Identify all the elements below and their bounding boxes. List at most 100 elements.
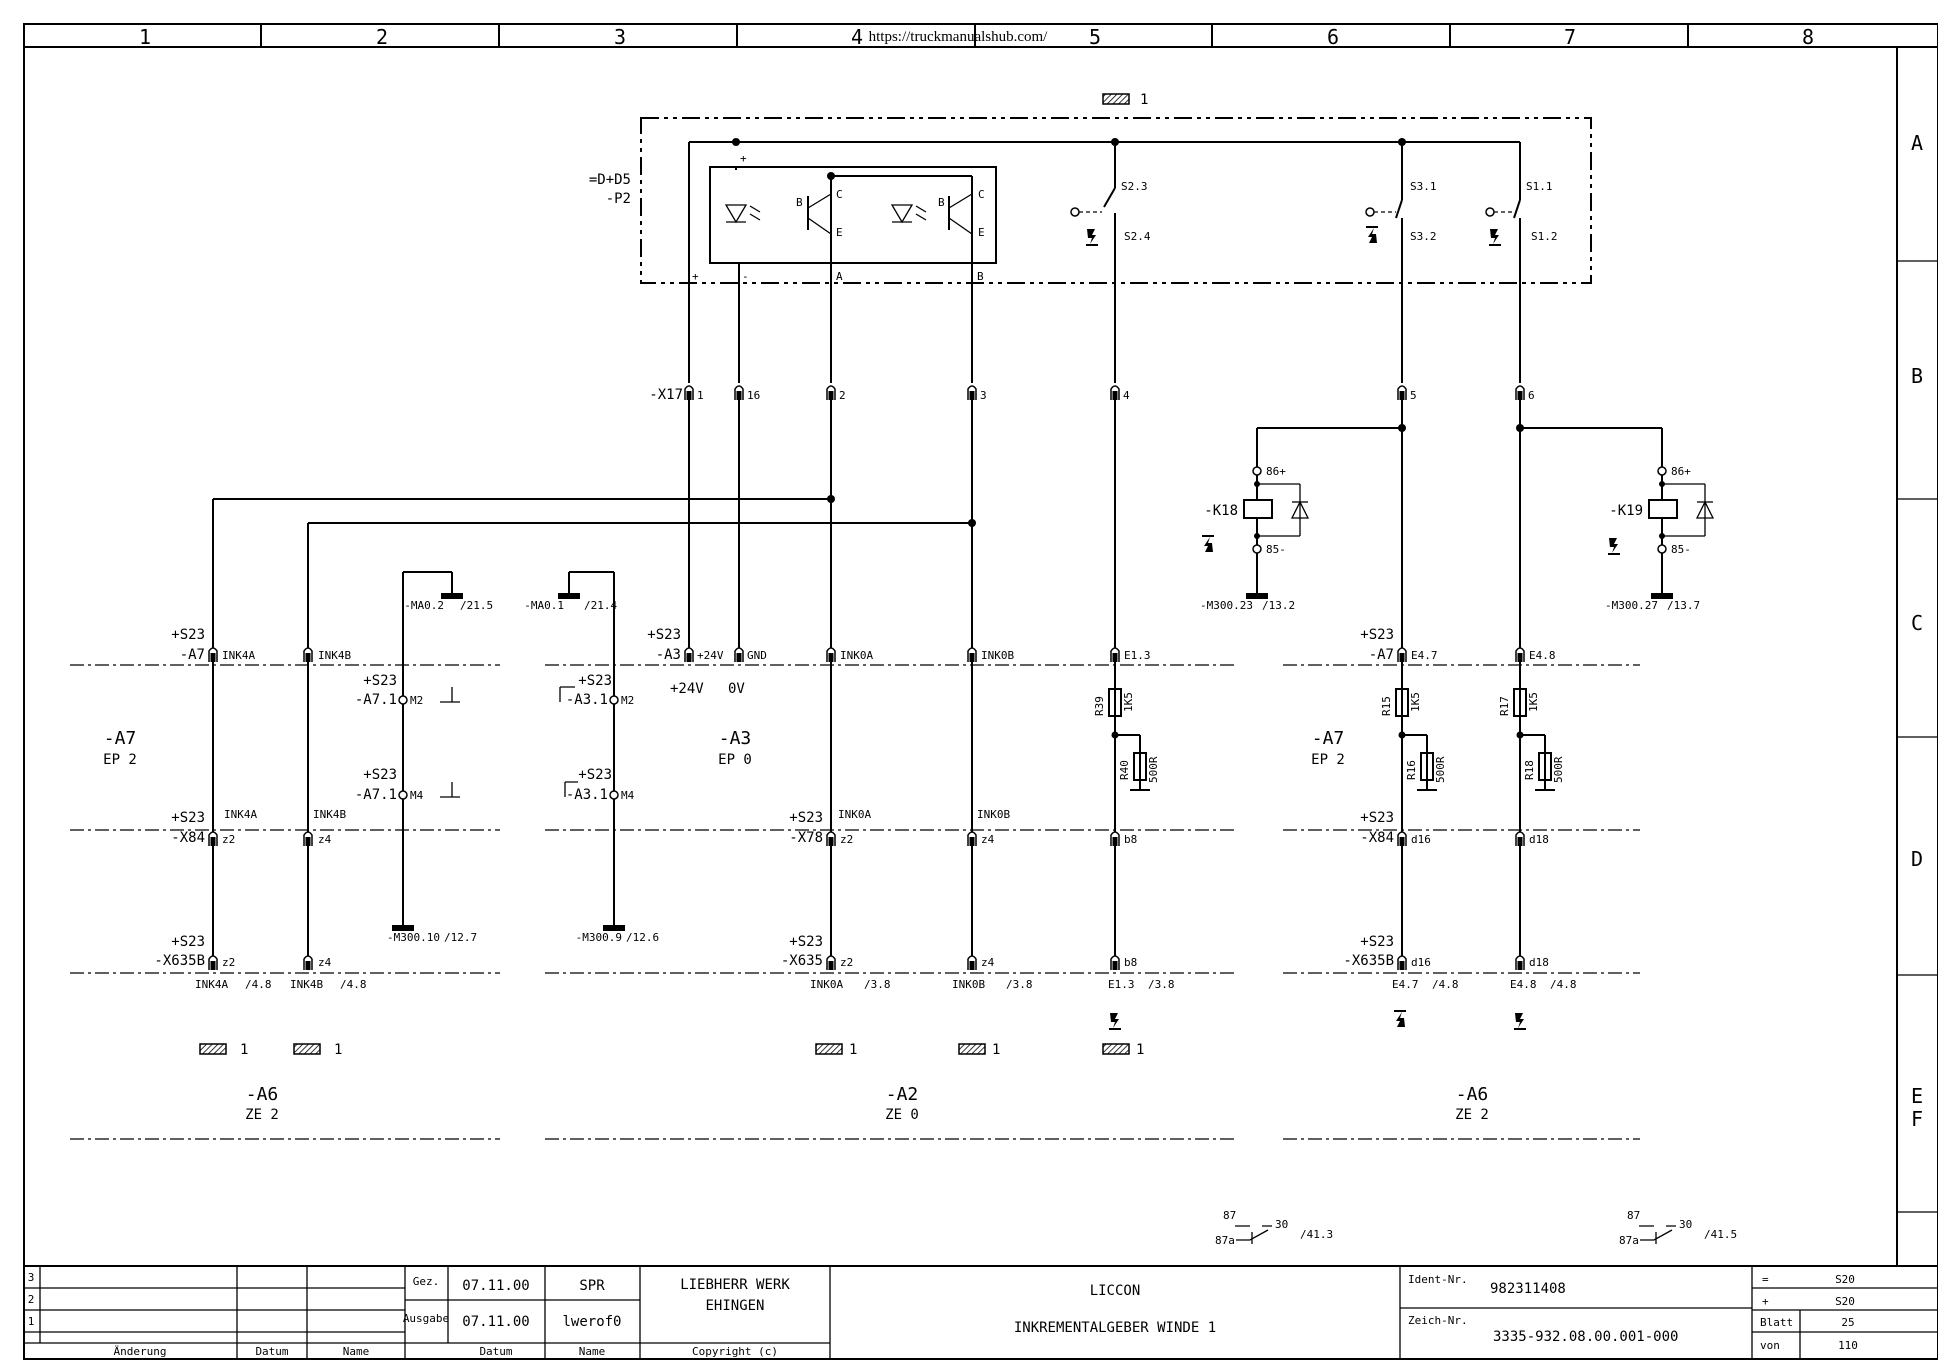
svg-text:A: A xyxy=(836,270,843,283)
svg-text:d16: d16 xyxy=(1411,956,1431,969)
svg-text:110: 110 xyxy=(1838,1339,1858,1352)
svg-text:R39: R39 xyxy=(1093,696,1106,716)
svg-text:z2: z2 xyxy=(840,833,853,846)
svg-text:EHINGEN: EHINGEN xyxy=(705,1298,764,1314)
svg-text:86+: 86+ xyxy=(1671,465,1691,478)
svg-text:z4: z4 xyxy=(318,833,332,846)
svg-text:2: 2 xyxy=(28,1293,35,1306)
svg-text:/41.5: /41.5 xyxy=(1704,1228,1737,1241)
column-labels: 1 2 3 4 5 6 7 8 xyxy=(139,25,1814,49)
svg-text:S1.2: S1.2 xyxy=(1531,230,1558,243)
switch-s1: S1.1 S1.2 xyxy=(1485,142,1558,383)
svg-text:4: 4 xyxy=(1123,389,1130,402)
svg-text:87a: 87a xyxy=(1215,1234,1235,1247)
svg-text:+S23: +S23 xyxy=(171,934,205,950)
svg-text:/12.6: /12.6 xyxy=(626,931,659,944)
svg-text:B: B xyxy=(977,270,984,283)
svg-text:E4.7: E4.7 xyxy=(1392,978,1419,991)
svg-text:z2: z2 xyxy=(222,956,235,969)
svg-text:S3.2: S3.2 xyxy=(1410,230,1437,243)
svg-text:-X17: -X17 xyxy=(649,387,683,403)
svg-text:-X635B: -X635B xyxy=(1343,953,1394,969)
svg-text:Blatt: Blatt xyxy=(1760,1316,1793,1329)
svg-text:S2.4: S2.4 xyxy=(1124,230,1151,243)
svg-text:-A3: -A3 xyxy=(656,647,681,663)
svg-text:D: D xyxy=(1911,847,1923,871)
svg-text:0V: 0V xyxy=(728,681,745,697)
svg-text:86+: 86+ xyxy=(1266,465,1286,478)
svg-text:+S23: +S23 xyxy=(171,810,205,826)
connector-x17: -X17 1 16 2 3 4 5 6 xyxy=(649,385,1535,403)
svg-text:Datum: Datum xyxy=(255,1345,288,1358)
svg-text:+S23: +S23 xyxy=(1360,627,1394,643)
svg-text:Copyright (c): Copyright (c) xyxy=(692,1345,778,1358)
svg-text:-M300.10: -M300.10 xyxy=(387,931,440,944)
cross-references: INK4A /4.8 INK4B /4.8 INK0A /3.8 INK0B /… xyxy=(195,978,1577,1030)
svg-text:INK0A: INK0A xyxy=(840,649,873,662)
svg-text:+S23: +S23 xyxy=(789,934,823,950)
svg-text:-A7: -A7 xyxy=(104,728,137,749)
svg-text:500R: 500R xyxy=(1147,756,1160,783)
svg-text:982311408: 982311408 xyxy=(1490,1281,1566,1297)
svg-text:-X84: -X84 xyxy=(171,830,205,846)
svg-text:+S23: +S23 xyxy=(363,673,397,689)
svg-text:1: 1 xyxy=(28,1315,35,1328)
svg-text:-M300.9: -M300.9 xyxy=(576,931,622,944)
svg-text:E: E xyxy=(1911,1084,1923,1108)
svg-text:d16: d16 xyxy=(1411,833,1431,846)
relay-k19: 86+ -K19 85- -M300.27 /13.7 xyxy=(1605,465,1715,612)
svg-text:1K5: 1K5 xyxy=(1122,692,1135,712)
svg-text:-A6: -A6 xyxy=(246,1084,279,1105)
svg-text:07.11.00: 07.11.00 xyxy=(462,1314,529,1330)
relay-contact-2: 87 87a 30 /41.5 xyxy=(1619,1209,1737,1247)
module-boundaries xyxy=(70,664,1640,1140)
svg-text:2: 2 xyxy=(839,389,846,402)
svg-text:ZE 2: ZE 2 xyxy=(1455,1107,1489,1123)
mass-ma02: -MA0.2 /21.5 xyxy=(404,593,493,612)
svg-text:+: + xyxy=(1762,1295,1769,1308)
svg-text:b8: b8 xyxy=(1124,956,1137,969)
svg-text:-A7.1: -A7.1 xyxy=(355,787,397,803)
svg-text:1: 1 xyxy=(240,1042,248,1058)
svg-text:1: 1 xyxy=(1140,92,1148,108)
svg-text:INK0B: INK0B xyxy=(981,649,1014,662)
svg-text:INK0A: INK0A xyxy=(810,978,843,991)
svg-text:B: B xyxy=(938,196,945,209)
svg-text:/3.8: /3.8 xyxy=(1006,978,1033,991)
svg-text:=D+D5: =D+D5 xyxy=(589,172,631,188)
svg-text:/3.8: /3.8 xyxy=(1148,978,1175,991)
svg-text:b8: b8 xyxy=(1124,833,1137,846)
module-labels-mid: -A7 EP 2 -A3 EP 0 -A7 EP 2 xyxy=(103,728,1345,768)
shield-icon xyxy=(958,1043,986,1055)
svg-text:EP 2: EP 2 xyxy=(1311,752,1345,768)
svg-text:ZE 0: ZE 0 xyxy=(885,1107,919,1123)
shield-icon xyxy=(293,1043,321,1055)
url-watermark[interactable]: https://truckmanualshub.com/ xyxy=(869,29,1049,45)
svg-text:-X84: -X84 xyxy=(1360,830,1394,846)
svg-text:B: B xyxy=(1911,364,1923,388)
svg-text:-A6: -A6 xyxy=(1456,1084,1489,1105)
svg-text:-X635: -X635 xyxy=(781,953,823,969)
svg-text:Ident-Nr.: Ident-Nr. xyxy=(1408,1273,1468,1286)
terminal-row-x635: +S23 -X635B z2 z4 +S23 -X635 z2 z4 b8 +S… xyxy=(154,934,1549,971)
svg-text:E1.3: E1.3 xyxy=(1124,649,1151,662)
svg-text:SPR: SPR xyxy=(579,1278,605,1294)
svg-text:+24V: +24V xyxy=(697,649,724,662)
svg-text:-A7: -A7 xyxy=(1312,728,1345,749)
svg-text:R16: R16 xyxy=(1405,760,1418,780)
svg-text:lwerof0: lwerof0 xyxy=(562,1314,621,1330)
module-labels-bottom: -A6 ZE 2 -A2 ZE 0 -A6 ZE 2 xyxy=(245,1084,1489,1123)
svg-text:+S23: +S23 xyxy=(789,810,823,826)
svg-text:E: E xyxy=(836,226,843,239)
svg-text:R17: R17 xyxy=(1498,696,1511,716)
svg-text:16: 16 xyxy=(747,389,760,402)
svg-text:/21.5: /21.5 xyxy=(460,599,493,612)
mass-jumpers: +S23 -A7.1 M2 +S23 -A7.1 M4 +S23 -A3.1 M… xyxy=(355,673,635,803)
resistor-network-2: R15 1K5 R16 500R xyxy=(1380,688,1447,791)
svg-text:d18: d18 xyxy=(1529,833,1549,846)
svg-text:Name: Name xyxy=(343,1345,370,1358)
svg-text:S1.1: S1.1 xyxy=(1526,180,1553,193)
svg-text:R18: R18 xyxy=(1523,760,1536,780)
svg-text:R40: R40 xyxy=(1118,760,1131,780)
